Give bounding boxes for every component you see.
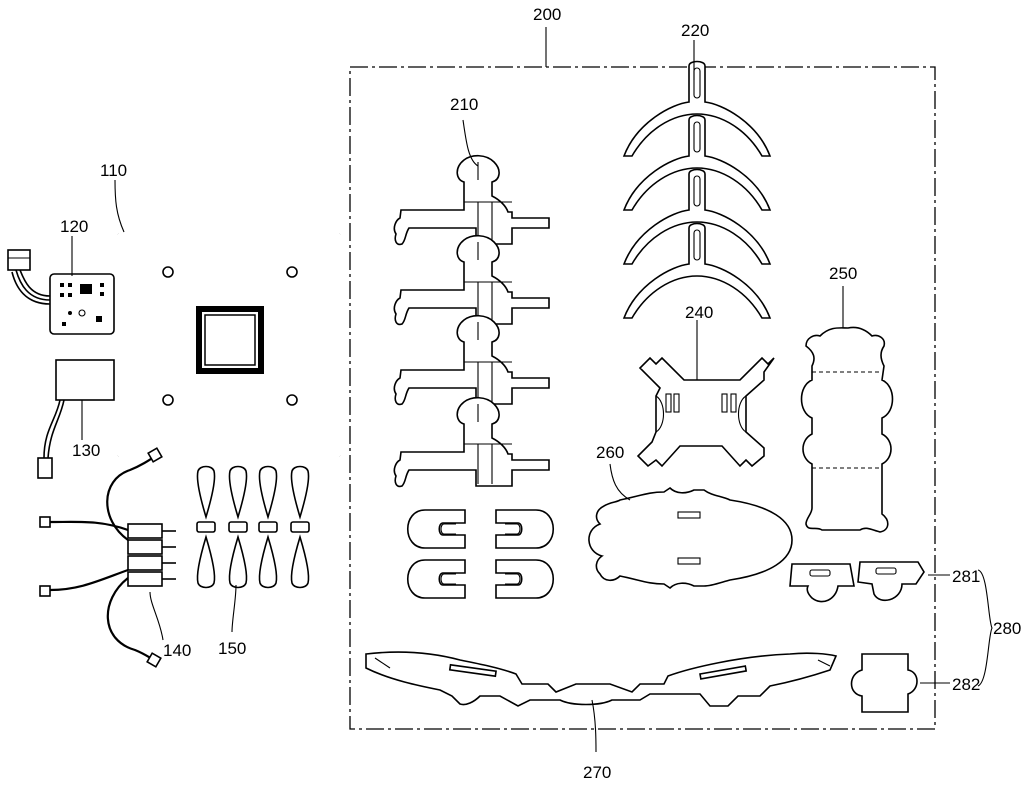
sub-part-a — [789, 561, 925, 603]
arm-pieces — [393, 154, 550, 488]
label-guard-part: 220 — [681, 21, 709, 40]
label-center-part: 240 — [685, 303, 713, 322]
label-frame: 110 — [100, 161, 127, 180]
label-arm-part: 210 — [450, 95, 478, 114]
propeller-set — [196, 465, 310, 589]
clip-pieces — [406, 509, 555, 599]
wing-part — [365, 651, 838, 707]
guard-arcs — [623, 60, 771, 319]
label-sub-part-b: 282 — [952, 675, 980, 694]
label-body-part-b: 260 — [596, 443, 624, 462]
body-part-a — [800, 326, 894, 533]
label-wing-part: 270 — [583, 763, 611, 782]
label-sub-part-group: 280 — [993, 619, 1021, 638]
label-motors: 140 — [163, 641, 191, 660]
reference-labels: 110 120 130 140 150 200 210 220 240 250 … — [60, 5, 1021, 782]
label-controller: 120 — [60, 217, 88, 236]
label-battery: 130 — [72, 441, 100, 460]
controller-board — [7, 249, 115, 335]
battery — [37, 359, 115, 479]
motor-set — [39, 447, 176, 668]
center-piece — [636, 356, 775, 468]
quad-frame — [113, 229, 345, 461]
label-body-part-a: 250 — [829, 264, 857, 283]
kit-sheet-boundary — [349, 66, 936, 730]
body-part-b — [588, 486, 793, 590]
leader-lines — [71, 27, 993, 753]
label-kit-sheet: 200 — [533, 5, 561, 24]
sub-part-b — [850, 653, 918, 713]
label-propellers: 150 — [218, 639, 246, 658]
label-sub-part-a: 281 — [952, 567, 980, 586]
